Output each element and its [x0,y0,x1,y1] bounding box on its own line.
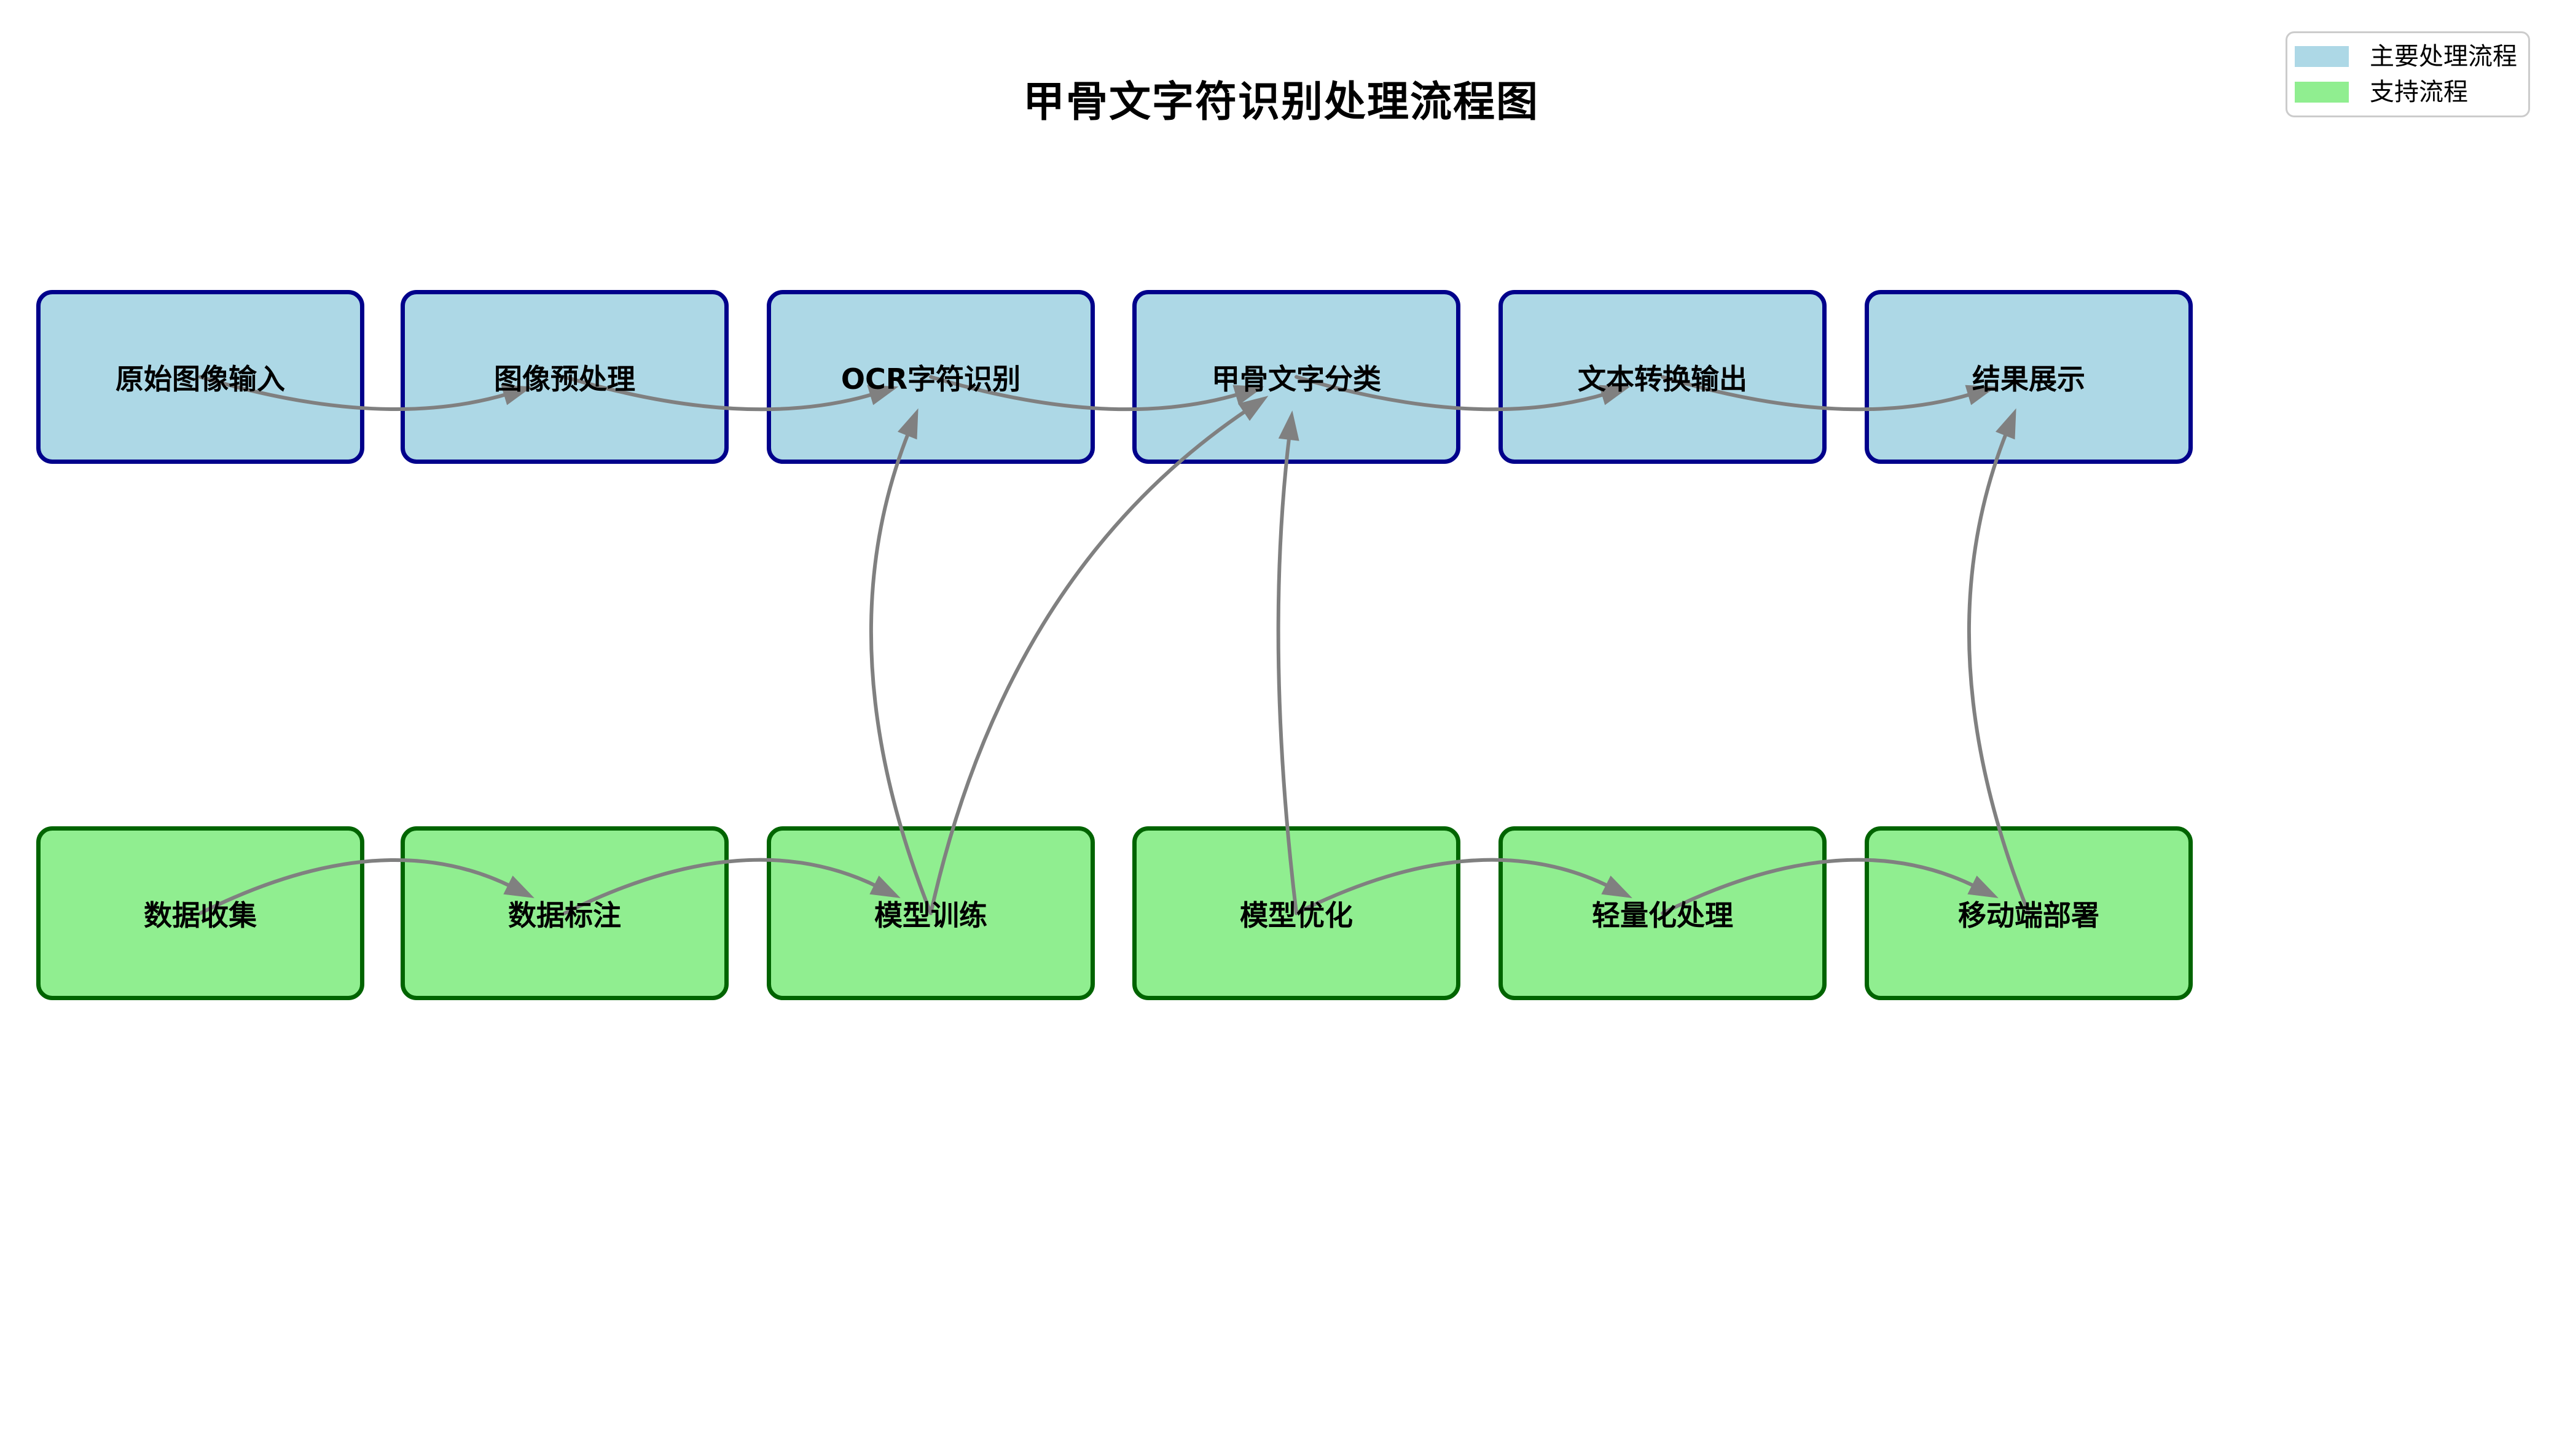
legend-swatch-main-flow [2295,46,2349,67]
legend-label: 主要处理流程 [2370,42,2517,71]
flow-arrow-data-collection-to-data-annotation [198,858,535,915]
flow-arrow-image-preprocess-to-ocr-recognition [563,375,899,412]
flow-arrow-model-training-to-ocr-recognition [869,408,933,915]
flow-arrow-mobile-deployment-to-result-display [1967,408,2031,915]
flow-node-result-display [1865,290,2193,464]
diagram-title: 甲骨文字符识别处理流程图 [1022,78,1539,127]
flow-node-data-annotation [401,826,729,1000]
flow-arrow-data-annotation-to-model-training [563,858,901,915]
flow-arrow-text-output-to-result-display [1661,375,1997,412]
legend-item-main: 主要处理流程 [2295,43,2521,70]
flow-arrow-ocr-recognition-to-oracle-classification [929,375,1264,412]
legend-label: 支持流程 [2370,78,2468,106]
flow-arrow-model-optimization-to-lightweight-processing [1295,858,1632,915]
legend-swatch-support-flow [2295,82,2349,103]
legend: 主要处理流程 支持流程 [2286,31,2530,117]
flow-arrow-model-training-to-oracle-classification [929,396,1269,915]
flow-arrow-raw-image-input-to-image-preprocess [198,375,533,411]
legend-item-support: 支持流程 [2295,79,2521,106]
flow-arrow-lightweight-processing-to-mobile-deployment [1661,858,1999,915]
flow-arrow-model-optimization-to-oracle-classification [1276,410,1299,915]
flow-arrow-oracle-classification-to-text-output [1295,375,1631,412]
